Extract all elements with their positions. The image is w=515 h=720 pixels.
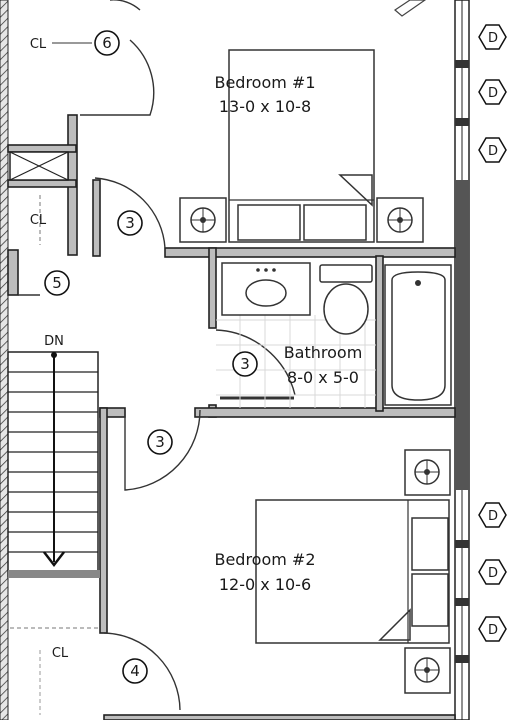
svg-text:5: 5 <box>52 274 62 292</box>
closet-label-top: CL <box>30 37 47 52</box>
bathroom-name: Bathroom <box>284 343 363 362</box>
window-tag-4: D <box>478 502 507 528</box>
svg-text:D: D <box>488 566 498 581</box>
svg-text:D: D <box>488 509 498 524</box>
staircase <box>7 351 100 578</box>
door-swings <box>18 0 296 711</box>
window-tag-3: D <box>478 137 507 163</box>
bedroom-2-dims: 12-0 x 10-6 <box>219 575 311 594</box>
nightstand-lamp-1a <box>179 197 227 243</box>
svg-text:3: 3 <box>240 355 250 373</box>
bed-1 <box>228 49 375 243</box>
closet-label-middle: CL <box>30 213 47 228</box>
window-tag-2: D <box>478 79 507 105</box>
door-tag-3c: 3 <box>147 429 173 455</box>
svg-text:D: D <box>488 144 498 159</box>
bathroom-dims: 8-0 x 5-0 <box>287 368 359 387</box>
bathroom-vanity <box>221 262 311 316</box>
exterior-wall-left <box>0 0 9 720</box>
door-tag-3b: 3 <box>232 351 258 377</box>
closet-shelf-box <box>9 151 69 181</box>
closet-label-bottom: CL <box>52 646 69 661</box>
window-tag-5: D <box>478 559 507 585</box>
door-tag-4: 4 <box>122 658 148 684</box>
bedroom-1-name: Bedroom #1 <box>214 73 315 92</box>
svg-text:3: 3 <box>125 214 135 232</box>
pencil-icon <box>394 0 427 17</box>
bathroom-toilet <box>319 264 373 335</box>
bathtub <box>384 264 452 406</box>
svg-text:3: 3 <box>155 433 165 451</box>
bed-2 <box>255 499 450 644</box>
svg-text:6: 6 <box>102 34 112 52</box>
door-tag-3a: 3 <box>117 210 143 236</box>
nightstand-lamp-2b <box>404 647 451 694</box>
exterior-wall-right-solid <box>455 180 469 490</box>
stairs-direction-label: DN <box>44 334 64 349</box>
svg-text:4: 4 <box>130 662 140 680</box>
door-tag-6: 6 <box>94 30 120 56</box>
svg-text:D: D <box>488 623 498 638</box>
nightstand-lamp-2a <box>404 449 451 496</box>
door-tag-5: 5 <box>44 270 70 296</box>
svg-text:D: D <box>488 86 498 101</box>
bedroom-1-dims: 13-0 x 10-8 <box>219 97 311 116</box>
nightstand-lamp-1b <box>376 197 424 243</box>
window-tag-6: D <box>478 616 507 642</box>
window-mullions <box>455 60 469 663</box>
interior-walls <box>7 114 456 720</box>
window-tag-1: D <box>478 24 507 50</box>
bedroom-2-name: Bedroom #2 <box>214 550 315 569</box>
svg-text:D: D <box>488 31 498 46</box>
